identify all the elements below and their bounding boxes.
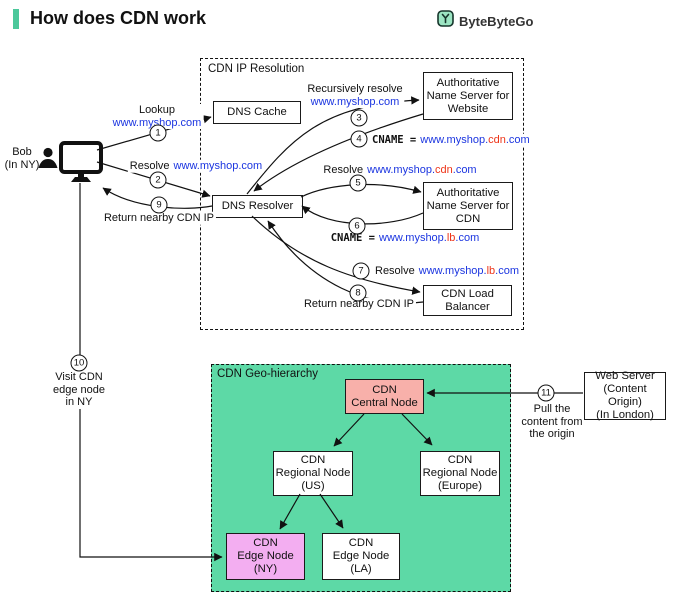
step-11-badge: 11 xyxy=(537,384,555,402)
brand-logo: ByteByteGo xyxy=(437,10,533,32)
step-3-label: Recursively resolve www.myshop.com xyxy=(305,83,405,108)
step-3-badge: 3 xyxy=(350,109,368,127)
brand-name: ByteByteGo xyxy=(459,13,534,29)
page-title: How does CDN work xyxy=(30,8,207,28)
bytebytego-logo-icon xyxy=(437,10,454,32)
cdn-edge-node-ny-box: CDN Edge Node (NY) xyxy=(226,533,305,580)
step-4-badge: 4 xyxy=(350,130,368,148)
dns-resolver-box: DNS Resolver xyxy=(212,195,303,218)
step-11-label: Pull the content from the origin xyxy=(521,403,583,440)
cdn-geo-hierarchy-title: CDN Geo-hierarchy xyxy=(217,368,318,380)
step-6-label: CNAME =www.myshop.lb.com xyxy=(328,231,482,245)
cdn-central-node-box: CDN Central Node xyxy=(345,379,424,414)
dns-cache-box: DNS Cache xyxy=(213,101,301,124)
step-9-label: Return nearby CDN IP xyxy=(101,211,217,225)
step-10-badge: 10 xyxy=(70,354,88,372)
title-accent-bar xyxy=(13,9,19,29)
step-1-badge: 1 xyxy=(149,124,167,142)
cdn-regional-node-europe-box: CDN Regional Node (Europe) xyxy=(420,451,500,496)
cdn-load-balancer-box: CDN Load Balancer xyxy=(423,285,512,316)
web-server-box: Web Server (Content Origin) (In London) xyxy=(584,370,666,421)
person-icon xyxy=(38,147,58,174)
bob-label: Bob (In NY) xyxy=(4,146,40,171)
step-8-badge: 8 xyxy=(349,284,367,302)
step-4-label: CNAME =www.myshop.cdn.com xyxy=(370,133,532,147)
step-7-badge: 7 xyxy=(352,262,370,280)
monitor-icon xyxy=(58,140,104,189)
step-9-badge: 9 xyxy=(150,196,168,214)
step-6-badge: 6 xyxy=(348,217,366,235)
step-5-badge: 5 xyxy=(349,174,367,192)
cdn-regional-node-us-box: CDN Regional Node (US) xyxy=(273,451,353,496)
authoritative-ns-cdn-box: Authoritative Name Server for CDN xyxy=(423,182,513,230)
step-10-label: Visit CDN edge node in NY xyxy=(51,371,107,409)
cdn-ip-resolution-title: CDN IP Resolution xyxy=(208,63,305,75)
authoritative-ns-website-box: Authoritative Name Server for Website xyxy=(423,72,513,120)
step-2-badge: 2 xyxy=(149,171,167,189)
cdn-edge-node-la-box: CDN Edge Node (LA) xyxy=(322,533,400,580)
